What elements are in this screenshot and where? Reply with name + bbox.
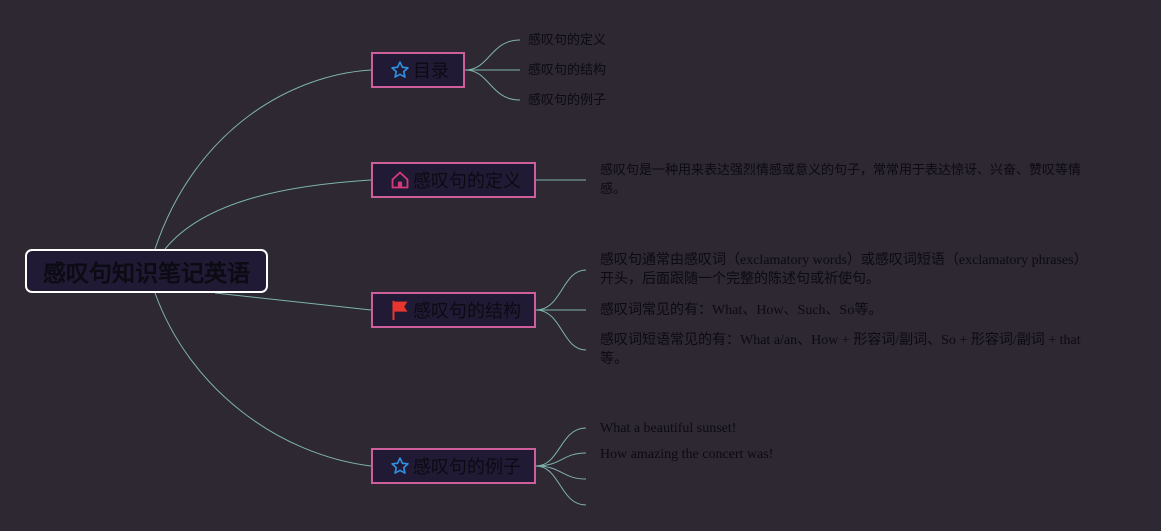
connector-root-toc <box>154 69 372 250</box>
leaf-structure-2[interactable]: 感叹词常见的有：What、How、Such、So等。 <box>600 303 883 318</box>
branch-toc[interactable]: 目录 <box>371 52 465 88</box>
connector-root-definition <box>164 179 372 250</box>
star-icon <box>389 455 411 477</box>
branch-definition[interactable]: 感叹句的定义 <box>371 162 536 198</box>
star-icon <box>389 59 411 81</box>
flag-icon <box>389 299 411 321</box>
connector-examples-leaf-1 <box>535 427 587 467</box>
branch-examples-label: 感叹句的例子 <box>413 457 521 478</box>
branch-structure[interactable]: 感叹句的结构 <box>371 292 536 328</box>
branch-toc-label: 目录 <box>413 61 449 82</box>
leaf-structure-3[interactable]: 感叹词短语常见的有：What a/an、How + 形容词/副词、So + 形容… <box>600 333 1081 367</box>
connector-root-examples <box>154 292 372 467</box>
connector-examples-leaf-4 <box>535 465 587 506</box>
branch-definition-label: 感叹句的定义 <box>413 171 521 192</box>
leaf-toc-2[interactable]: 感叹句的结构 <box>528 63 607 78</box>
root-topic-label: 感叹句知识笔记英语 <box>43 261 250 287</box>
connector-toc-leaf-3 <box>464 69 521 101</box>
branch-structure-label: 感叹句的结构 <box>413 301 521 322</box>
root-topic[interactable]: 感叹句知识笔记英语 <box>25 249 268 293</box>
connector-examples-leaf-2 <box>535 452 587 467</box>
leaf-examples-1[interactable]: What a beautiful sunset! <box>600 421 737 436</box>
leaf-structure-1[interactable]: 感叹句通常由感叹词（exclamatory words）或感叹词短语（excla… <box>600 253 1088 287</box>
house-icon <box>389 169 411 191</box>
branch-examples[interactable]: 感叹句的例子 <box>371 448 536 484</box>
connector-structure-leaf-1 <box>535 269 587 311</box>
leaf-definition-1[interactable]: 感叹句是一种用来表达强烈情感或意义的句子，常常用于表达惊讶、兴奋、赞叹等情感。 <box>600 163 1082 197</box>
leaf-examples-2[interactable]: How amazing the concert was! <box>600 447 774 462</box>
leaf-toc-3[interactable]: 感叹句的例子 <box>528 93 607 108</box>
connector-toc-leaf-1 <box>464 39 521 71</box>
leaf-toc-1[interactable]: 感叹句的定义 <box>528 33 607 48</box>
connector-structure-leaf-3 <box>535 309 587 351</box>
connector-root-structure <box>214 292 372 311</box>
